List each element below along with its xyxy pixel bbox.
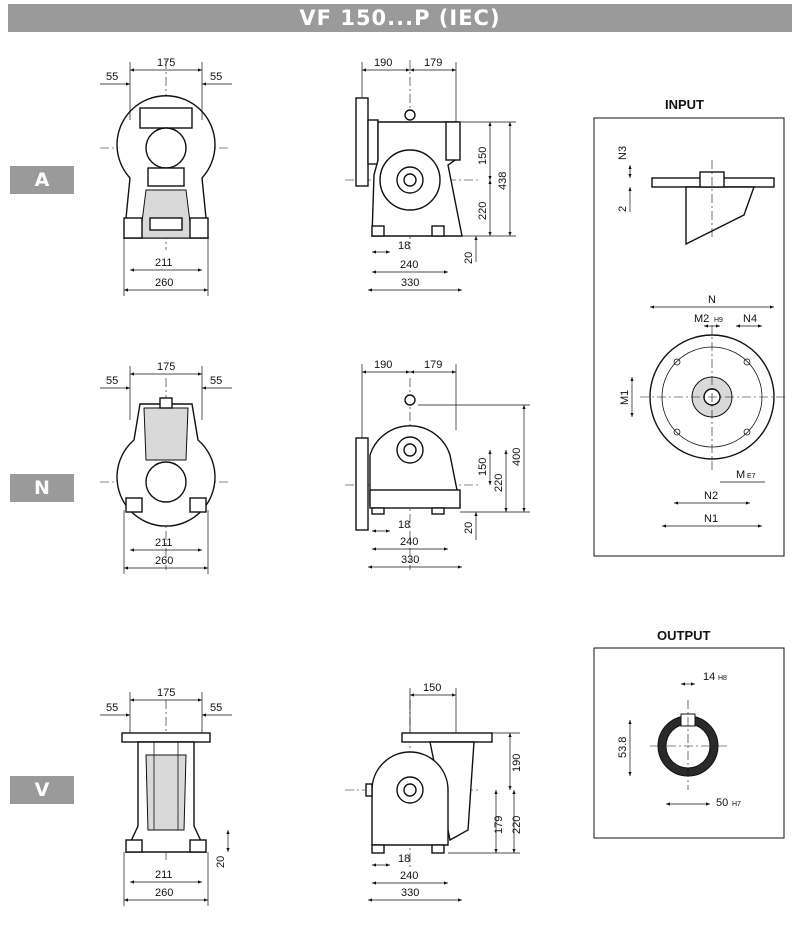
dim-a-18: 18: [398, 240, 410, 252]
dim-v-20: 20: [215, 856, 227, 868]
dim-a-179: 179: [424, 57, 442, 69]
dim-a-220: 220: [477, 202, 489, 220]
output-bore: 50: [716, 797, 728, 809]
dim-n-179: 179: [424, 359, 442, 371]
dim-a-438: 438: [497, 172, 509, 190]
dim-n-400: 400: [511, 448, 523, 466]
variant-badge-n: N: [10, 474, 74, 502]
front-view-n: [100, 378, 230, 570]
dim-n-55-right: 55: [210, 375, 222, 387]
input-m1-label: M1: [619, 390, 631, 405]
input-n2-label: N2: [704, 490, 718, 502]
dim-a-55-left: 55: [106, 71, 118, 83]
front-view-a: [100, 60, 230, 250]
dim-n-330: 330: [401, 554, 419, 566]
dim-a-150: 150: [477, 147, 489, 165]
dim-a-175: 175: [157, 57, 175, 69]
dim-n-220: 220: [493, 474, 505, 492]
dim-v-55-right: 55: [210, 702, 222, 714]
dim-v-260: 260: [155, 887, 173, 899]
variant-badge-a: A: [10, 166, 74, 194]
input-m2-tolerance: H9: [714, 317, 723, 324]
dim-a-190: 190: [374, 57, 392, 69]
dim-v-211: 211: [155, 869, 173, 881]
output-panel-title: OUTPUT: [657, 628, 711, 643]
dim-v-330: 330: [401, 887, 419, 899]
input-panel: [593, 117, 785, 557]
output-bore-tolerance: H7: [732, 801, 741, 808]
dim-n-240: 240: [400, 536, 418, 548]
dim-a-330: 330: [401, 277, 419, 289]
side-view-a: [345, 60, 480, 250]
dim-v-190: 190: [511, 754, 523, 772]
dim-a-211: 211: [155, 257, 173, 269]
input-n1-label: N1: [704, 513, 718, 525]
dim-v-179: 179: [493, 816, 505, 834]
output-key-width: 14: [703, 671, 715, 683]
input-n-label: N: [708, 294, 716, 306]
dim-n-211: 211: [155, 537, 173, 549]
dim-n-150: 150: [477, 458, 489, 476]
dim-n-18: 18: [398, 519, 410, 531]
side-view-v: [345, 700, 493, 870]
input-n3-label: N3: [617, 146, 629, 160]
dim-v-55-left: 55: [106, 702, 118, 714]
input-2-label: 2: [617, 206, 629, 212]
output-panel: [593, 647, 785, 839]
dim-v-220: 220: [511, 816, 523, 834]
output-height: 53.8: [617, 737, 629, 758]
side-view-n: [345, 378, 480, 570]
input-panel-title: INPUT: [665, 97, 704, 112]
dim-v-150: 150: [423, 682, 441, 694]
dim-a-55-right: 55: [210, 71, 222, 83]
front-view-v: [121, 700, 211, 860]
dim-n-260: 260: [155, 555, 173, 567]
input-m2-label: M2: [694, 313, 709, 325]
input-m-tolerance: E7: [747, 473, 756, 480]
dim-a-240: 240: [400, 259, 418, 271]
dim-n-175: 175: [157, 361, 175, 373]
page-title: VF 150...P (IEC): [8, 4, 792, 32]
variant-badge-v: V: [10, 776, 74, 804]
input-m-label: M: [736, 469, 745, 481]
dim-a-260: 260: [155, 277, 173, 289]
dim-v-18: 18: [398, 853, 410, 865]
dim-n-190: 190: [374, 359, 392, 371]
dim-a-20: 20: [463, 252, 475, 264]
dim-v-240: 240: [400, 870, 418, 882]
dim-n-20: 20: [463, 522, 475, 534]
dim-n-55-left: 55: [106, 375, 118, 387]
input-n4-label: N4: [743, 313, 757, 325]
output-key-tolerance: H8: [718, 675, 727, 682]
dimension-labels: 55 175 55 211 260 190 179 150 438 220 18…: [106, 57, 757, 899]
dim-v-175: 175: [157, 687, 175, 699]
dimension-lines: [100, 62, 774, 906]
